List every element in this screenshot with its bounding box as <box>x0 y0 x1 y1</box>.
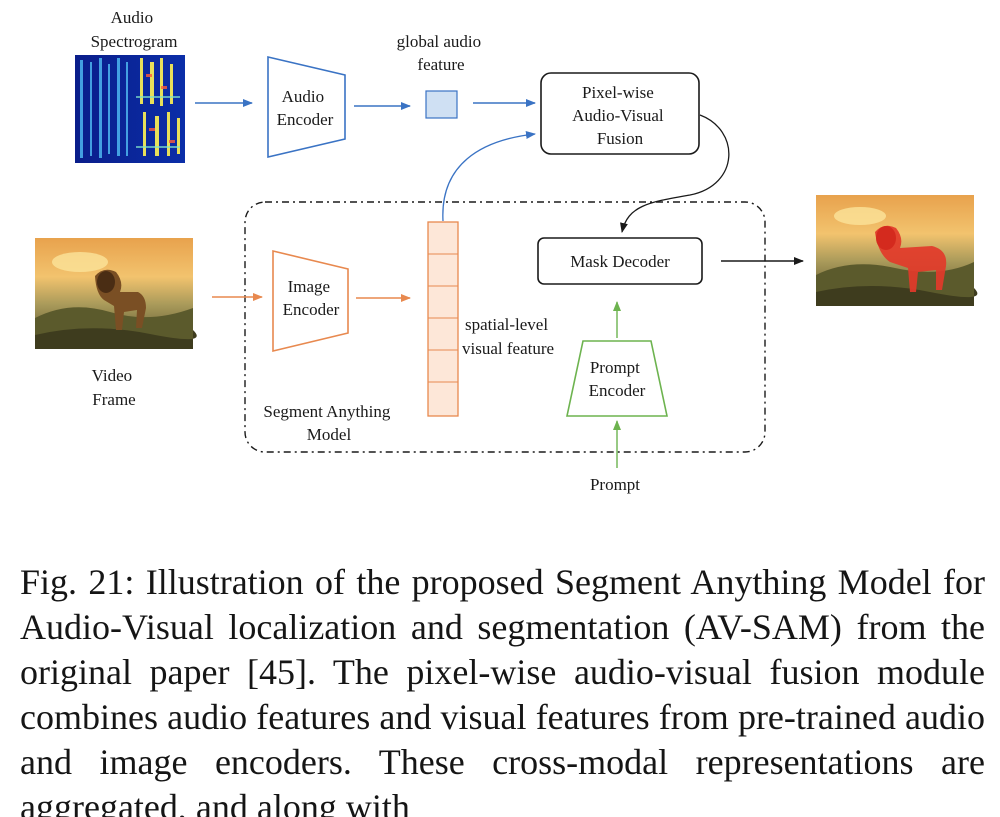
spatial-visual-feature-label: spatial-level visual feature <box>462 315 554 358</box>
global-audio-feature-box <box>425 90 458 119</box>
edge-fusion-to-mask-decoder <box>620 114 730 233</box>
segmented-output-image <box>816 195 978 306</box>
image-encoder-block <box>272 249 349 353</box>
architecture-diagram: Audio Spectrogram <box>35 8 978 494</box>
prompt-label: Prompt <box>590 475 640 494</box>
figure-caption: Fig. 21: Illustration of the proposed Se… <box>20 562 985 817</box>
segment-anything-model-container <box>244 201 766 453</box>
video-frame-label: Video Frame <box>92 366 137 409</box>
video-frame-image <box>35 238 197 349</box>
mask-decoder-block <box>537 237 703 285</box>
audio-encoder-block <box>267 55 346 159</box>
mask-decoder-label: Mask Decoder <box>570 252 670 271</box>
image-encoder-label: Image Encoder <box>283 277 340 319</box>
pixel-wise-fusion-block <box>540 72 700 155</box>
audio-encoder-label: Audio Encoder <box>277 87 334 129</box>
audio-spectrogram-label: Audio Spectrogram <box>91 8 178 51</box>
segment-anything-model-label: Segment Anything Model <box>263 402 394 444</box>
edge-spatial-feature-to-fusion <box>442 131 536 222</box>
prompt-encoder-block <box>566 340 668 417</box>
audio-spectrogram-image <box>75 55 185 163</box>
pixel-wise-fusion-label: Pixel-wise Audio-Visual Fusion <box>572 83 668 148</box>
prompt-encoder-label: Prompt Encoder <box>589 358 646 400</box>
spatial-visual-feature-column <box>427 221 459 417</box>
global-audio-feature-label: global audio feature <box>397 32 486 74</box>
